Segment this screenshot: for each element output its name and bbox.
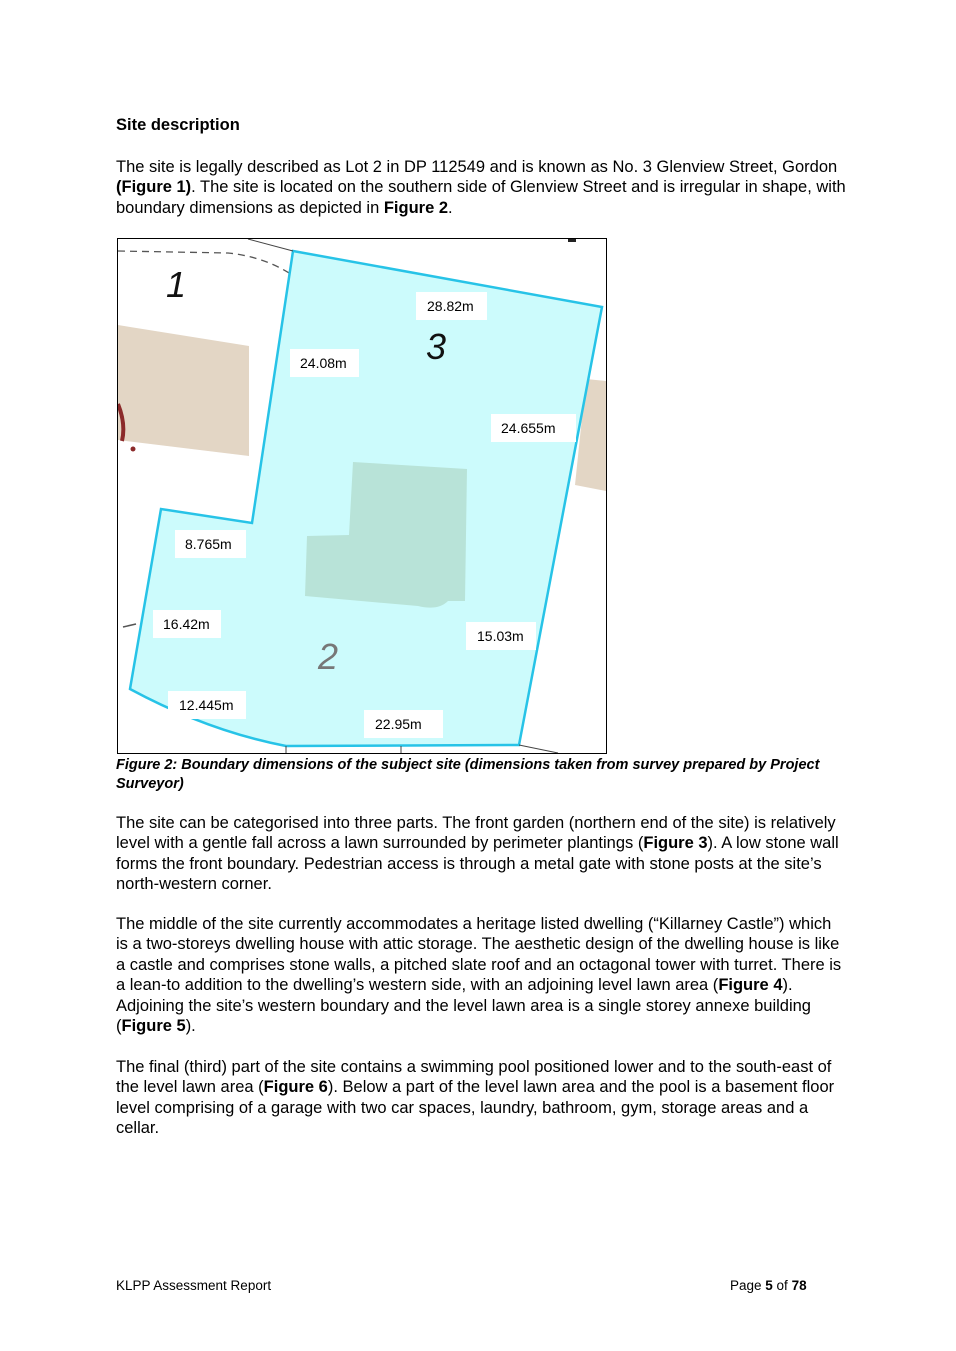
svg-text:22.95m: 22.95m xyxy=(375,716,422,732)
figure-reference: Figure 6 xyxy=(263,1078,328,1097)
svg-text:16.42m: 16.42m xyxy=(163,616,210,632)
figure-reference: Figure 2 xyxy=(383,198,449,217)
svg-text:15.03m: 15.03m xyxy=(477,628,524,644)
figure-reference: (Figure 1) xyxy=(116,178,192,197)
neighbour-building-west xyxy=(118,325,249,456)
dimension-label-south: 22.95m xyxy=(364,710,443,738)
dimension-label-north: 28.82m xyxy=(416,292,487,320)
paragraph-site-parts: The site can be categorised into three p… xyxy=(116,813,846,895)
footer-page-of: of xyxy=(772,1278,792,1293)
svg-text:24.08m: 24.08m xyxy=(300,355,347,371)
neighbour-building-east xyxy=(575,379,606,491)
lot-number-2: 2 xyxy=(317,636,338,677)
figure-2-site-plan: 1 3 2 28.82m 24.08m 24.655m 8.765m xyxy=(117,238,607,754)
tick-mark-west xyxy=(122,623,137,628)
paragraph-text: ). A low stone wall forms the front boun… xyxy=(116,834,839,894)
section-heading: Site description xyxy=(116,116,240,134)
map-marking-north xyxy=(568,239,576,242)
figure-caption: Figure 2: Boundary dimensions of the sub… xyxy=(116,757,820,792)
paragraph-site-legal-description: The site is legally described as Lot 2 i… xyxy=(116,157,846,218)
lot-number-1: 1 xyxy=(166,264,186,305)
dimension-label-west-step: 8.765m xyxy=(175,530,246,558)
paragraph-text: . xyxy=(448,198,453,217)
dimension-label-east-upper: 24.655m xyxy=(491,414,576,442)
paragraph-text: ). Below a part of the level lawn area a… xyxy=(116,1078,835,1138)
dimension-label-west-lower: 16.42m xyxy=(153,610,221,638)
lot-number-3: 3 xyxy=(426,326,446,367)
dwelling-footprint xyxy=(305,462,467,608)
footer-page-number: Page 5 of 78 xyxy=(730,1278,807,1293)
paragraph-text: The site can be categorised into three p… xyxy=(116,814,836,853)
paragraph-text: . The site is located on the southern si… xyxy=(116,178,846,217)
map-marking-west xyxy=(118,403,126,442)
paragraph-text: The final (third) part of the site conta… xyxy=(116,1058,832,1097)
map-marking-dot xyxy=(130,446,136,452)
svg-text:24.655m: 24.655m xyxy=(501,420,555,436)
footer-report-title: KLPP Assessment Report xyxy=(116,1278,272,1293)
paragraph-text: ). xyxy=(185,1017,196,1036)
paragraph-text: The site is legally described as Lot 2 i… xyxy=(116,158,838,176)
paragraph-text: The middle of the site currently accommo… xyxy=(116,915,842,995)
footer-page-current: 5 xyxy=(765,1278,773,1293)
svg-text:12.445m: 12.445m xyxy=(179,697,233,713)
figure-reference: Figure 4 xyxy=(718,976,783,995)
paragraph-dwelling: The middle of the site currently accommo… xyxy=(116,914,846,1036)
footer-page-total: 78 xyxy=(791,1278,807,1293)
dimension-label-west-upper: 24.08m xyxy=(290,349,359,377)
figure-reference: Figure 3 xyxy=(643,834,708,853)
dimension-label-east-lower: 15.03m xyxy=(466,622,536,650)
boundary-extension-se xyxy=(518,744,559,753)
svg-text:28.82m: 28.82m xyxy=(427,298,474,314)
dimension-label-south-west: 12.445m xyxy=(168,691,246,719)
paragraph-pool-basement: The final (third) part of the site conta… xyxy=(116,1057,846,1139)
site-plan-map: 1 3 2 28.82m 24.08m 24.655m 8.765m xyxy=(118,239,606,753)
paragraph-text: ). Adjoining the site’s western boundary… xyxy=(116,976,811,1036)
boundary-extension-nw xyxy=(247,239,294,252)
footer-page-prefix: Page xyxy=(730,1278,766,1293)
figure-reference: Figure 5 xyxy=(121,1017,186,1036)
svg-text:8.765m: 8.765m xyxy=(185,536,232,552)
